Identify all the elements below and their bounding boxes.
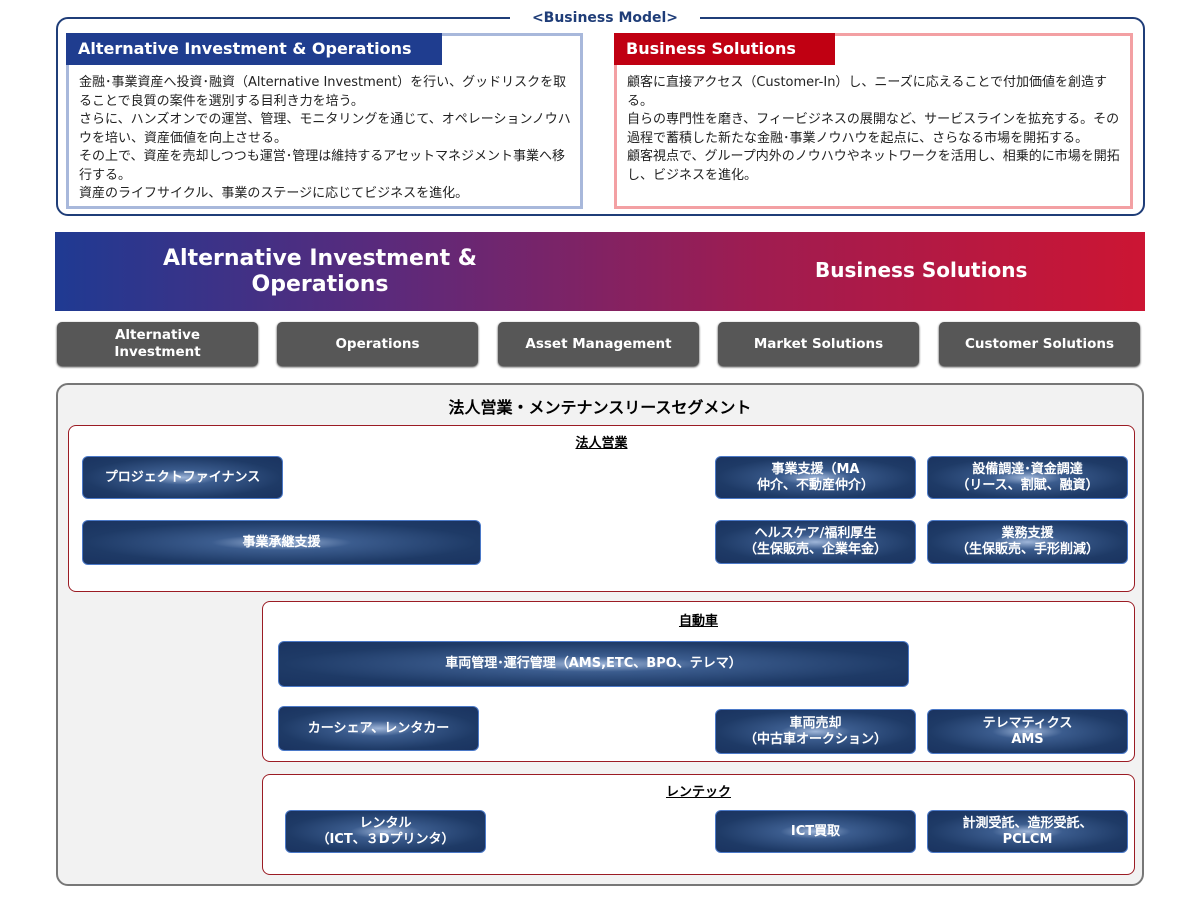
service-box: 業務支援 （生保販売、手形削減） [927, 520, 1128, 564]
service-box: プロジェクトファイナンス [82, 456, 283, 499]
business-solutions-panel: Business Solutions 顧客に直接アクセス（Customer-In… [614, 33, 1133, 209]
segment-panel-title: 法人営業・メンテナンスリースセグメント [448, 398, 752, 417]
alt-investment-panel: Alternative Investment & Operations 金融･事… [66, 33, 583, 209]
segment-asset-management: Asset Management [498, 322, 699, 366]
corporate-title: 法人営業 [575, 436, 628, 451]
service-box: 事業承継支援 [82, 520, 481, 565]
segment-customer-solutions: Customer Solutions [939, 322, 1140, 366]
service-box: テレマティクス AMS [927, 709, 1128, 754]
service-box: カーシェア、レンタカー [278, 706, 479, 751]
strategy-banner: Alternative Investment & Operations Busi… [55, 232, 1145, 311]
panel-text: 金融･事業資産へ投資･融資（Alternative Investment）を行い… [79, 75, 571, 201]
banner-left-label: Alternative Investment & Operations [163, 246, 477, 297]
service-box: 車両管理･運行管理（AMS,ETC、BPO、テレマ） [278, 641, 909, 687]
service-box: 設備調達･資金調達 （リース、割賦、融資） [927, 456, 1128, 499]
service-box: ICT買取 [715, 810, 916, 853]
business-model-title: <Business Model> [510, 8, 700, 28]
segment-alternative-investment: Alternative Investment [57, 322, 258, 366]
segment-operations: Operations [277, 322, 478, 366]
service-box: ヘルスケア/福利厚生 （生保販売、企業年金） [715, 520, 916, 564]
service-box: 計測受託、造形受託、 PCLCM [927, 810, 1128, 853]
auto-title: 自動車 [678, 614, 718, 629]
service-box: レンタル （ICT、３Dプリンタ） [285, 810, 486, 853]
banner-right-label: Business Solutions [815, 258, 1028, 282]
rentec-title: レンテック [665, 785, 731, 800]
panel-text: 顧客に直接アクセス（Customer-In）し、ニーズに応えることで付加価値を創… [627, 75, 1120, 183]
service-box: 事業支援（MA 仲介、不動産仲介） [715, 456, 916, 499]
panel-title: Business Solutions [614, 33, 835, 65]
panel-title: Alternative Investment & Operations [66, 33, 442, 65]
segment-market-solutions: Market Solutions [718, 322, 919, 366]
service-box: 車両売却 （中古車オークション） [715, 709, 916, 754]
